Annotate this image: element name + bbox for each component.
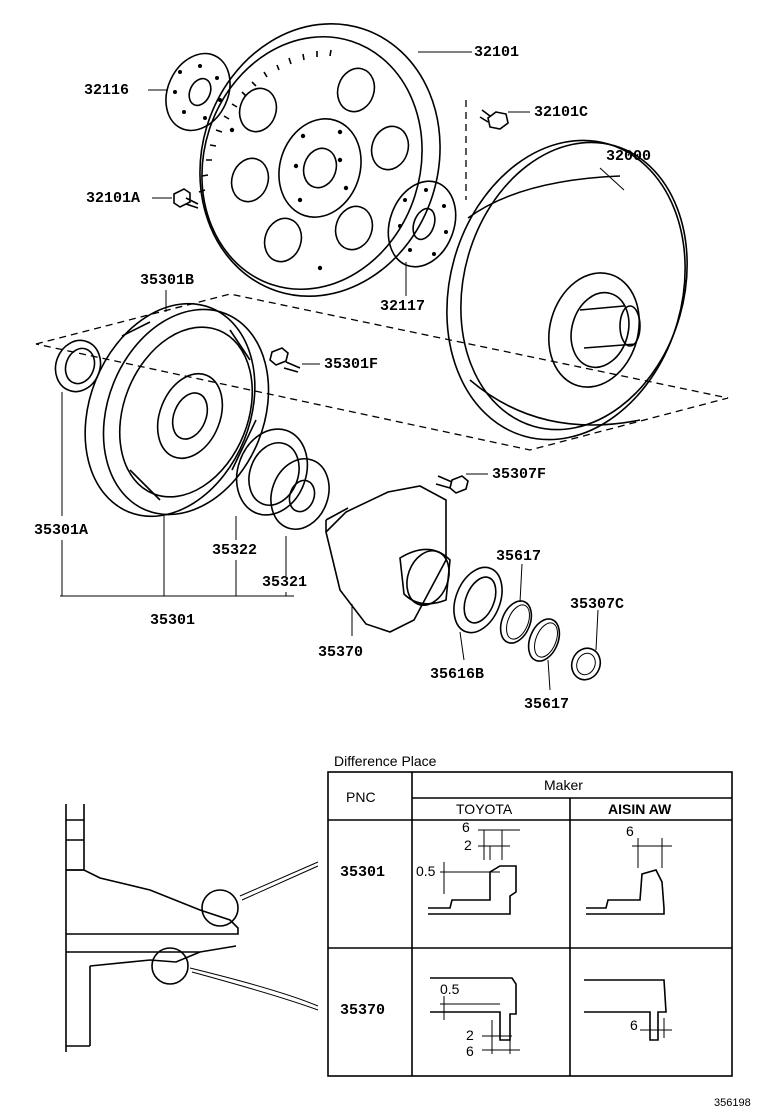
difference-table-grid	[327, 771, 733, 1077]
dim-t2-2: 2	[466, 1027, 474, 1043]
label-35307F: 35307F	[492, 466, 546, 483]
label-32101: 32101	[474, 44, 519, 61]
maker-aisin-aw: AISIN AW	[608, 801, 672, 817]
seal-ring-35617-b	[527, 618, 561, 662]
label-35617-top: 35617	[496, 548, 541, 565]
drive-plate-32101	[198, 22, 441, 298]
dim-t1-6: 6	[462, 819, 470, 835]
label-35301B: 35301B	[140, 272, 194, 289]
dim-t1-05: 0.5	[416, 863, 436, 879]
label-35322: 35322	[212, 542, 257, 559]
detail-aisin-35370	[584, 979, 672, 1041]
table-title: Difference Place	[334, 753, 437, 769]
seal-ring-35617-a	[499, 600, 533, 644]
label-35370: 35370	[318, 644, 363, 661]
bolt-32101A	[173, 188, 199, 209]
pnc-header: PNC	[346, 789, 376, 805]
label-32000: 32000	[606, 148, 651, 165]
label-35301A: 35301A	[34, 522, 88, 539]
detail-toyota-35370	[430, 977, 520, 1054]
detail-toyota-35301	[428, 829, 520, 915]
dim-a2-6: 6	[630, 1017, 638, 1033]
label-32116: 32116	[84, 82, 129, 99]
bolt-32101C	[479, 109, 509, 130]
plate-32116	[165, 52, 231, 132]
seal-35301A	[54, 339, 102, 393]
dim-t2-05: 0.5	[440, 981, 460, 997]
bolt-35307F	[435, 475, 469, 494]
oil-pump-body-35301	[84, 302, 270, 518]
label-35321: 35321	[262, 574, 307, 591]
label-35307C: 35307C	[570, 596, 624, 613]
maker-toyota: TOYOTA	[456, 801, 513, 817]
alignment-frame	[35, 293, 729, 451]
plate-32117	[387, 180, 457, 268]
label-35301F: 35301F	[324, 356, 378, 373]
drive-gear-35321	[270, 458, 330, 530]
maker-header: Maker	[544, 777, 583, 793]
row-pnc-35370: 35370	[340, 1002, 385, 1019]
figure-number: 356198	[714, 1097, 751, 1109]
seal-ring-35307C	[570, 647, 602, 681]
section-view	[65, 804, 319, 1052]
label-35617-bottom: 35617	[524, 696, 569, 713]
label-35301: 35301	[150, 612, 195, 629]
label-32117: 32117	[380, 298, 425, 315]
dim-a1-6: 6	[626, 823, 634, 839]
label-35616B: 35616B	[430, 666, 484, 683]
bolt-35301F	[269, 347, 301, 373]
driven-gear-35322	[235, 428, 309, 516]
torque-converter-32000	[446, 139, 688, 441]
detail-aisin-35301	[586, 838, 672, 915]
dim-t1-2: 2	[464, 837, 472, 853]
washer-35616B	[453, 566, 503, 634]
label-32101C: 32101C	[534, 104, 588, 121]
row-pnc-35301: 35301	[340, 864, 385, 881]
dim-t2-6: 6	[466, 1043, 474, 1059]
leader-lines	[60, 51, 625, 691]
label-32101A: 32101A	[86, 190, 140, 207]
stator-support-35370	[325, 485, 451, 633]
